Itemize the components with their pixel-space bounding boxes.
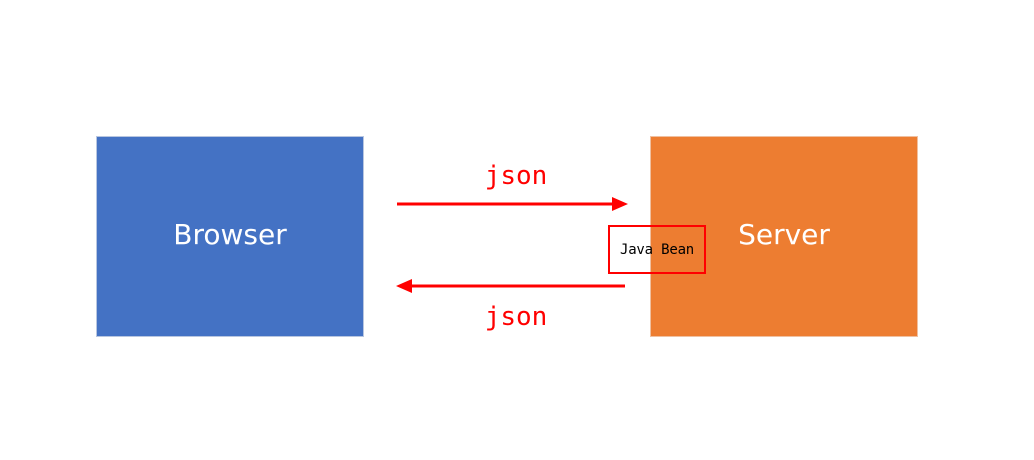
server-node: Server [650,136,918,337]
response-json-label: json [484,302,548,332]
request-arrow [397,197,628,211]
java-bean-annotation: Java Bean [608,225,706,274]
java-bean-background [610,227,650,272]
java-bean-label: Java Bean [619,241,695,258]
request-json-label: json [484,161,548,191]
server-label: Server [738,218,830,251]
browser-node: Browser [96,136,364,337]
response-arrow [396,279,625,293]
browser-label: Browser [173,218,287,251]
